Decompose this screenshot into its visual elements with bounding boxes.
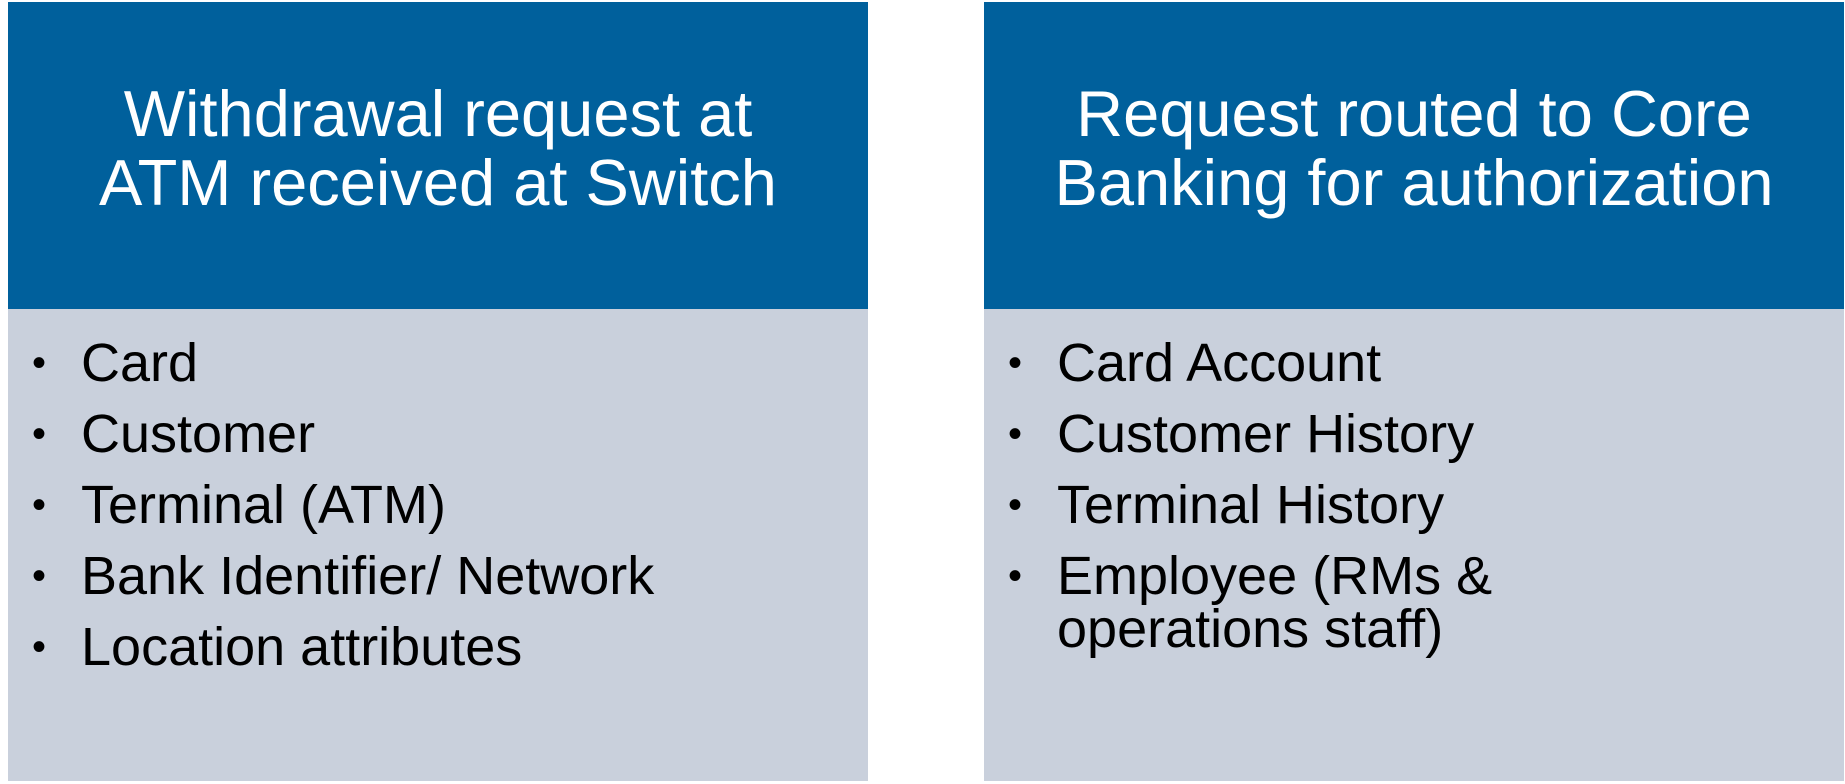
list-item-text: Employee (RMs &: [1057, 546, 1493, 606]
left-panel-title: Withdrawal request at ATM received at Sw…: [99, 79, 777, 217]
list-item-text: Card Account: [1057, 333, 1382, 393]
list-item: • Employee (RMs & operations staff): [984, 545, 1844, 660]
bullet-icon: •: [1008, 412, 1023, 456]
bullet-icon: •: [32, 412, 47, 456]
list-item-text: Location attributes: [81, 617, 523, 677]
left-panel: Withdrawal request at ATM received at Sw…: [8, 2, 868, 781]
left-bullet-list: • Card • Customer • Terminal (ATM) • Ban…: [8, 309, 868, 678]
left-panel-title-line: ATM received at Switch: [99, 145, 777, 219]
left-panel-body: • Card • Customer • Terminal (ATM) • Ban…: [8, 309, 868, 781]
list-item-text: Customer History: [1057, 404, 1475, 464]
list-item-text: Terminal History: [1057, 475, 1445, 535]
list-item: • Customer: [8, 403, 868, 465]
list-item-text-continued: operations staff): [1057, 599, 1444, 659]
left-panel-title-line: Withdrawal request at: [123, 76, 753, 150]
list-item: • Terminal History: [984, 474, 1844, 536]
right-panel-title: Request routed to Core Banking for autho…: [1054, 79, 1773, 217]
list-item-text: Bank Identifier/ Network: [81, 546, 655, 606]
list-item: • Card: [8, 332, 868, 394]
list-item: • Card Account: [984, 332, 1844, 394]
list-item: • Bank Identifier/ Network: [8, 545, 868, 607]
bullet-icon: •: [1008, 483, 1023, 527]
bullet-icon: •: [32, 341, 47, 385]
list-item-text: Customer: [81, 404, 316, 464]
bullet-icon: •: [32, 554, 47, 598]
bullet-icon: •: [1008, 554, 1023, 598]
bullet-icon: •: [1008, 341, 1023, 385]
right-panel: Request routed to Core Banking for autho…: [984, 2, 1844, 781]
list-item-text: Card: [81, 333, 199, 393]
right-panel-header: Request routed to Core Banking for autho…: [984, 2, 1844, 309]
right-bullet-list: • Card Account • Customer History • Term…: [984, 309, 1844, 660]
right-panel-title-line: Request routed to Core: [1076, 76, 1752, 150]
right-panel-body: • Card Account • Customer History • Term…: [984, 309, 1844, 781]
list-item-text: Terminal (ATM): [81, 475, 447, 535]
bullet-icon: •: [32, 625, 47, 669]
list-item: • Customer History: [984, 403, 1844, 465]
bullet-icon: •: [32, 483, 47, 527]
right-panel-title-line: Banking for authorization: [1054, 145, 1774, 219]
left-panel-header: Withdrawal request at ATM received at Sw…: [8, 2, 868, 309]
list-item: • Location attributes: [8, 616, 868, 678]
list-item: • Terminal (ATM): [8, 474, 868, 536]
